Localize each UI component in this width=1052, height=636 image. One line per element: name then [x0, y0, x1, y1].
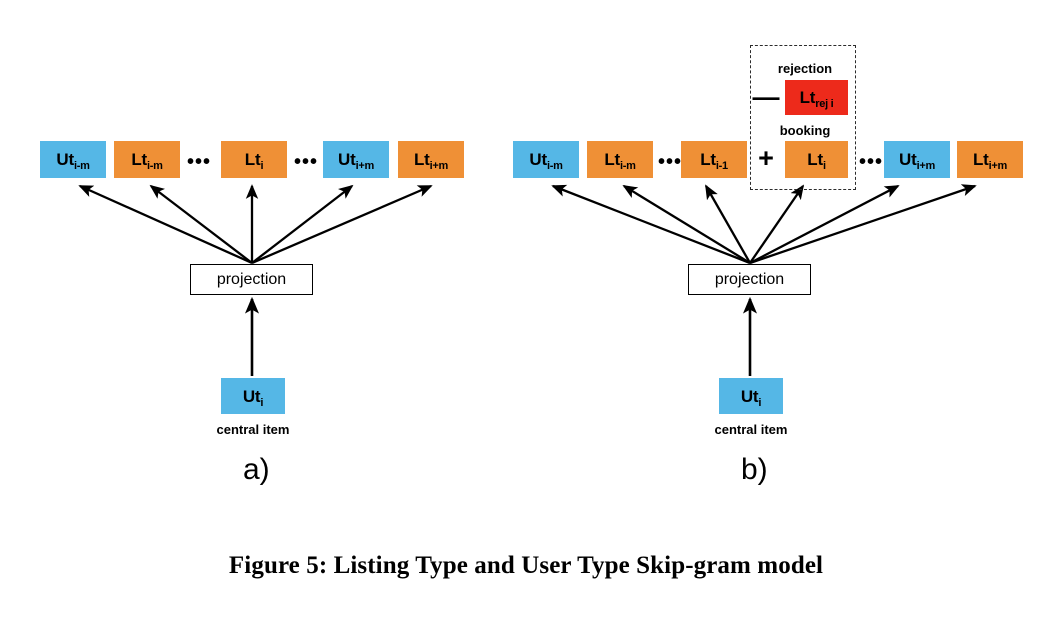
node-label-base: Ut — [56, 150, 74, 169]
figure-caption: Figure 5: Listing Type and User Type Ski… — [228, 552, 824, 579]
node-label-sub: i — [822, 160, 826, 172]
ellipsis-a-right: ••• — [293, 151, 318, 173]
node-a-lt-i-minus-m[interactable]: Lti-m — [114, 141, 180, 178]
node-b-lt-i-booking[interactable]: Lti — [785, 141, 848, 178]
node-label-sub: i+m — [429, 160, 449, 172]
node-b-ut-i-plus-m[interactable]: Uti+m — [884, 141, 950, 178]
node-a-lt-i[interactable]: Lti — [221, 141, 287, 178]
node-a-ut-i-plus-m[interactable]: Uti+m — [323, 141, 389, 178]
ellipsis-b-right: ••• — [858, 151, 883, 173]
node-label-sub: i — [260, 396, 264, 409]
node-label-base: Lt — [604, 150, 621, 169]
node-label-sub: i+m — [916, 160, 936, 172]
projection-label: projection — [714, 270, 785, 288]
node-label-base: Lt — [131, 150, 148, 169]
node-a-lt-i-plus-m[interactable]: Lti+m — [398, 141, 464, 178]
panel-letter-a: a) — [243, 453, 270, 486]
node-b-lt-i-minus-m[interactable]: Lti-m — [587, 141, 653, 178]
node-label-sub: i-m — [147, 160, 163, 172]
node-label-sub: i+m — [355, 160, 375, 172]
node-label-sub: i-m — [73, 160, 90, 172]
node-b-lt-i-minus-1[interactable]: Lti-1 — [681, 141, 747, 178]
ellipsis-a-left: ••• — [186, 151, 211, 173]
node-label-base: Lt — [700, 150, 716, 169]
node-b-lt-i-plus-m[interactable]: Lti+m — [957, 141, 1023, 178]
node-label-sub: i — [758, 396, 762, 409]
node-label-base: Lt — [799, 88, 816, 107]
projection-box-b[interactable]: projection — [688, 264, 811, 295]
plus-sign: + — [758, 143, 774, 173]
node-label-base: Ut — [242, 386, 261, 406]
node-label-sub: i-m — [620, 160, 636, 172]
node-label-sub: i-1 — [715, 160, 728, 172]
node-label-base: Lt — [244, 150, 261, 169]
central-node-b[interactable]: Uti — [719, 378, 783, 414]
node-label-base: Lt — [972, 150, 989, 169]
projection-label: projection — [216, 270, 287, 288]
panel-letter-b: b) — [741, 453, 768, 486]
node-b-lt-rej-i[interactable]: Ltrej i — [785, 80, 848, 115]
node-label-base: Ut — [529, 150, 547, 169]
central-node-a[interactable]: Uti — [221, 378, 285, 414]
node-label-base: Lt — [807, 150, 823, 169]
node-label-base: Lt — [413, 150, 430, 169]
node-label-base: Ut — [740, 386, 759, 406]
rejection-label: rejection — [777, 61, 833, 76]
rejection-booking-group — [750, 45, 856, 190]
node-label-base: Ut — [899, 150, 917, 169]
node-label-sub: i — [260, 160, 264, 172]
node-a-ut-i-minus-m[interactable]: Uti-m — [40, 141, 106, 178]
node-label-sub: i+m — [988, 160, 1008, 172]
node-b-ut-i-minus-m[interactable]: Uti-m — [513, 141, 579, 178]
node-label-sub: i-m — [546, 160, 563, 172]
minus-sign: — — [752, 82, 780, 112]
node-label-base: Ut — [338, 150, 356, 169]
central-item-caption-b: central item — [714, 422, 788, 437]
node-label-sub: rej i — [815, 98, 834, 110]
projection-box-a[interactable]: projection — [190, 264, 313, 295]
central-item-caption-a: central item — [216, 422, 290, 437]
ellipsis-b-left: ••• — [657, 151, 682, 173]
booking-label: booking — [779, 123, 831, 138]
